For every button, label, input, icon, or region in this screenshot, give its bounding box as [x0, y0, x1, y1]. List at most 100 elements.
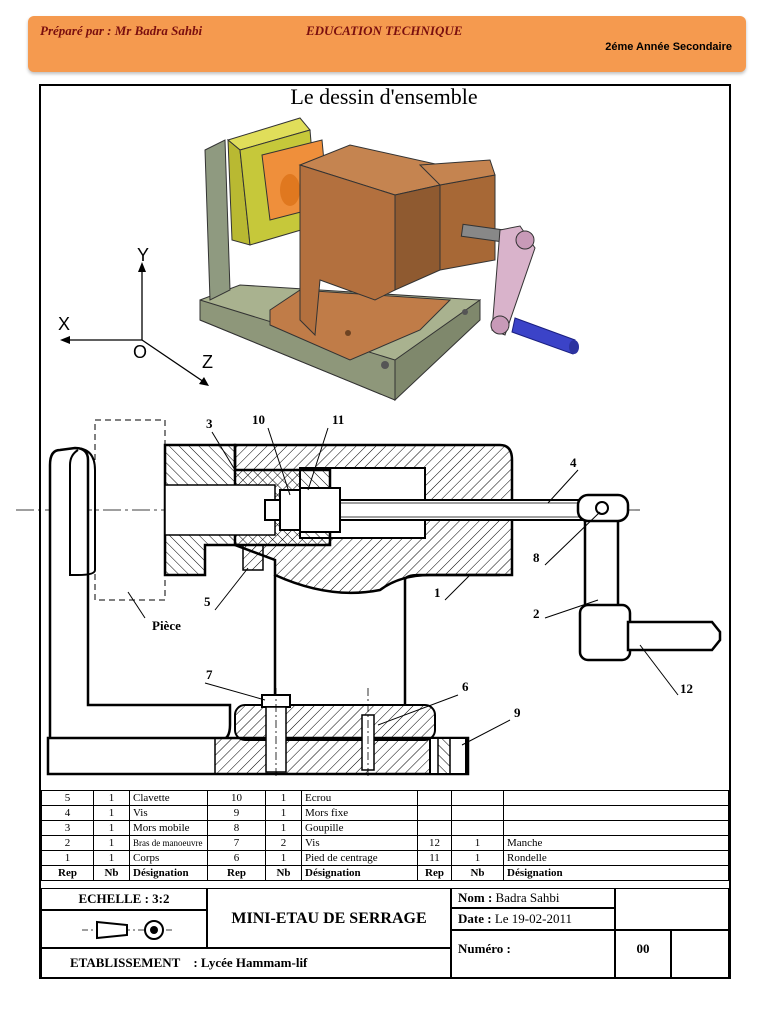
nomenclature-cell: Vis	[129, 805, 208, 821]
nomenclature-cell: 1	[265, 805, 302, 821]
nomenclature-cell: 9	[207, 805, 266, 821]
nomenclature-cell: Ecrou	[301, 790, 418, 806]
callout-11: 11	[332, 412, 344, 427]
callout-6: 6	[462, 679, 469, 694]
establishment-field: ETABLISSEMENT : Lycée Hammam-lif	[41, 948, 451, 978]
nomenclature-cell: 6	[207, 850, 266, 866]
nomenclature-cell: Mors mobile	[129, 820, 208, 836]
drawing-frame	[39, 84, 731, 979]
scale-label: ECHELLE : 3:2	[41, 888, 207, 910]
nomenclature-cell: 3	[41, 820, 94, 836]
level-label: 2éme Année Secondaire	[605, 41, 732, 53]
drawing-name: MINI-ETAU DE SERRAGE	[207, 888, 451, 948]
callout-8: 8	[533, 550, 540, 565]
establishment-label: ETABLISSEMENT	[70, 955, 181, 970]
nomenclature-cell	[417, 790, 452, 806]
nomenclature-cell	[417, 820, 452, 836]
nomenclature-cell	[503, 805, 729, 821]
isometric-view	[199, 117, 579, 402]
nomenclature-header-cell: Désignation	[301, 865, 418, 881]
nomenclature-cell: 1	[93, 835, 130, 851]
nomenclature-header-cell: Rep	[41, 865, 94, 881]
nomenclature-cell: 1	[41, 850, 94, 866]
axis-y-label: Y	[137, 245, 149, 265]
date-value: Le 19-02-2011	[494, 911, 572, 926]
section-view	[16, 419, 722, 778]
nomenclature-cell: Goupille	[301, 820, 418, 836]
axis-z-label: Z	[202, 352, 213, 372]
number-label: Numéro :	[451, 930, 615, 978]
date-field: Date : Le 19-02-2011	[451, 908, 615, 930]
nomenclature-cell: Rondelle	[503, 850, 729, 866]
nomenclature-cell	[417, 805, 452, 821]
header-banner: Préparé par : Mr Badra Sahbi EDUCATION T…	[28, 16, 746, 72]
callout-labels: 3 10 11 4 8 2 1 5 7 6 9 12 Pièce	[152, 412, 693, 720]
nomenclature-cell: 12	[417, 835, 452, 851]
subject-label: EDUCATION TECHNIQUE	[306, 23, 463, 38]
drawing-title: Le dessin d'ensemble	[290, 84, 478, 109]
date-label: Date :	[458, 911, 492, 926]
title-block: ECHELLE : 3:2 MINI-ETAU DE SERRAGE Nom :…	[41, 888, 729, 978]
nomenclature-cell: Corps	[129, 850, 208, 866]
nomenclature-cell: 10	[207, 790, 266, 806]
callout-10: 10	[252, 412, 265, 427]
nomenclature-cell: 7	[207, 835, 266, 851]
callout-4: 4	[570, 455, 577, 470]
nomenclature-cell: Bras de manoeuvre	[129, 835, 208, 851]
nomenclature-cell: 1	[265, 820, 302, 836]
nomenclature-header-cell: Désignation	[503, 865, 729, 881]
nomenclature-cell: 1	[451, 835, 504, 851]
nomenclature-cell: Mors fixe	[301, 805, 418, 821]
author-label: Préparé par : Mr Badra Sahbi	[40, 23, 203, 38]
nomenclature-header-cell: Nb	[93, 865, 130, 881]
nomenclature-header-cell: Rep	[207, 865, 266, 881]
piece-label: Pièce	[152, 618, 181, 633]
projection-symbol	[41, 910, 207, 948]
nomenclature-cell	[503, 790, 729, 806]
callout-2: 2	[533, 606, 540, 621]
nomenclature-cell	[503, 820, 729, 836]
nomenclature-cell	[451, 820, 504, 836]
nomenclature-cell: 1	[93, 805, 130, 821]
nomenclature-cell: 1	[451, 850, 504, 866]
nomenclature-cell: 2	[41, 835, 94, 851]
nomenclature-cell: 8	[207, 820, 266, 836]
nomenclature-cell: 5	[41, 790, 94, 806]
nomenclature-cell: 1	[93, 820, 130, 836]
nomenclature-cell: 2	[265, 835, 302, 851]
callout-3: 3	[206, 416, 213, 431]
nomenclature-cell: 11	[417, 850, 452, 866]
name-value: Badra Sahbi	[495, 890, 560, 905]
name-field: Nom : Badra Sahbi	[451, 888, 615, 908]
nomenclature-cell	[451, 805, 504, 821]
axis-triad: Y X Z O	[58, 245, 213, 386]
callout-7: 7	[206, 667, 213, 682]
callout-9: 9	[514, 705, 521, 720]
nomenclature-cell: Vis	[301, 835, 418, 851]
empty-cell-2	[671, 930, 729, 978]
nomenclature-cell: 1	[93, 850, 130, 866]
name-label: Nom :	[458, 890, 493, 905]
nomenclature-header-cell: Nb	[451, 865, 504, 881]
nomenclature-cell: 4	[41, 805, 94, 821]
establishment-value: : Lycée Hammam-lif	[193, 955, 308, 970]
callout-5: 5	[204, 594, 211, 609]
nomenclature-cell: Clavette	[129, 790, 208, 806]
empty-cell	[615, 888, 729, 930]
axis-origin-label: O	[133, 342, 147, 362]
nomenclature-header-cell: Nb	[265, 865, 302, 881]
callout-12: 12	[680, 681, 693, 696]
nomenclature-header-cell: Désignation	[129, 865, 208, 881]
nomenclature-cell	[451, 790, 504, 806]
nomenclature-header-cell: Rep	[417, 865, 452, 881]
axis-x-label: X	[58, 314, 70, 334]
number-value: 00	[615, 930, 671, 978]
